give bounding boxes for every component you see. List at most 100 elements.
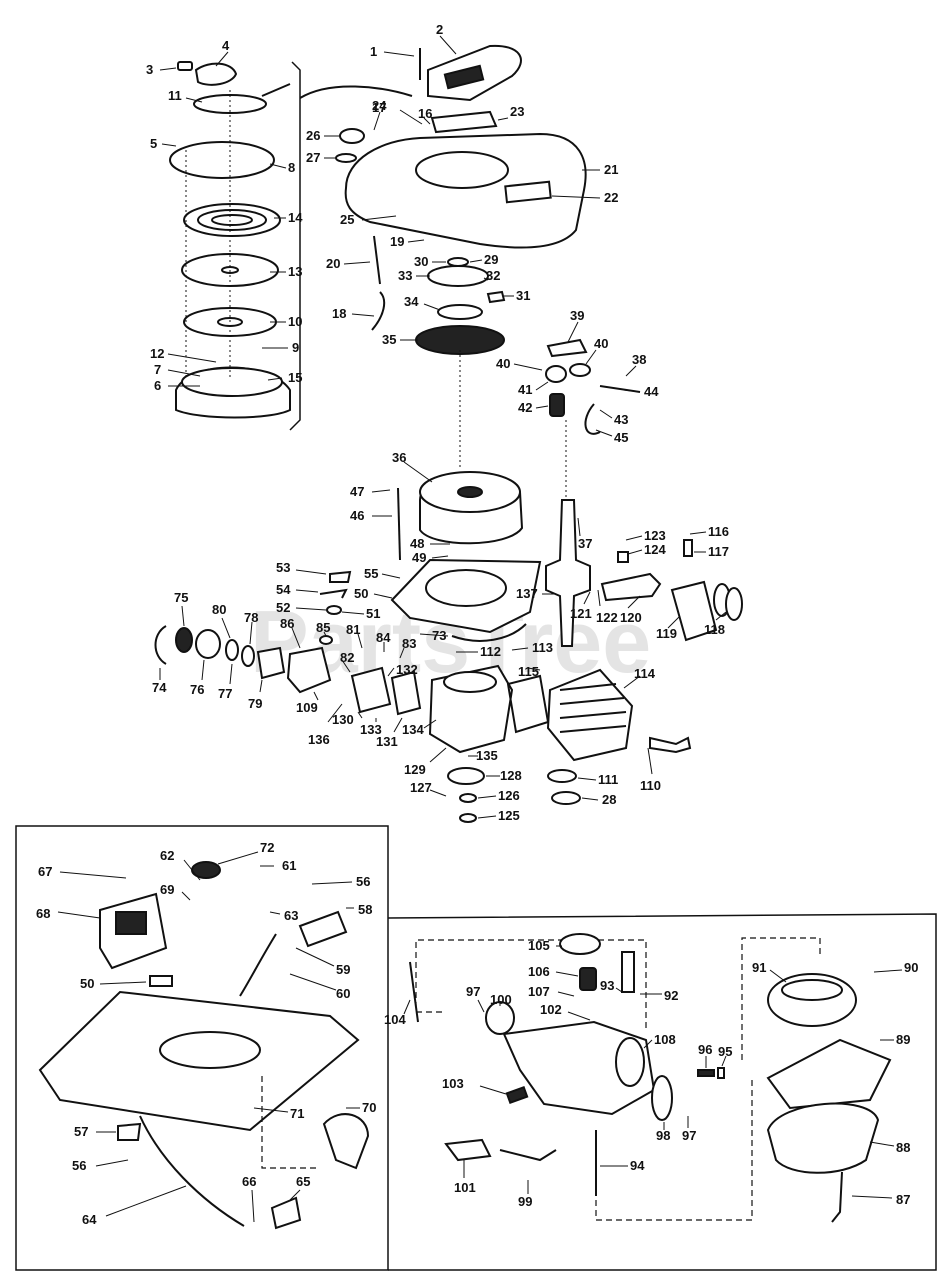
reed-block: [350, 666, 392, 714]
leader-103: [479, 1085, 507, 1095]
flywheel-hub: [457, 486, 483, 498]
recoil-spring-core: [211, 214, 253, 226]
callout-48: 48: [410, 536, 424, 551]
callout-117: 117: [708, 544, 729, 559]
callout-99: 99: [518, 1194, 532, 1209]
callout-52: 52: [276, 600, 290, 615]
callout-93: 93: [600, 978, 614, 993]
washer-125: [459, 813, 477, 823]
callout-101: 101: [454, 1180, 476, 1195]
leader-78: [249, 621, 253, 645]
callout-14: 14: [288, 210, 303, 225]
callout-74: 74: [152, 680, 167, 695]
callout-46: 46: [350, 508, 364, 523]
clip-57: [117, 1122, 142, 1141]
callout-4: 4: [222, 38, 230, 53]
handle-insert: [177, 61, 193, 71]
callout-98: 98: [656, 1128, 670, 1143]
callout-41: 41: [518, 382, 532, 397]
leader-120: [627, 595, 641, 609]
carb-panel-frame: [387, 913, 937, 1271]
leader-4: [215, 51, 229, 67]
callout-60: 60: [336, 986, 350, 1001]
washer-34: [437, 304, 483, 320]
callout-83: 83: [402, 636, 416, 651]
cap-gasket: [335, 153, 357, 163]
piston-ring-2: [725, 587, 743, 621]
leader-131: [393, 717, 403, 733]
leader-65: [289, 1189, 301, 1201]
leader-19: [407, 239, 425, 243]
leader-38: [625, 365, 637, 377]
leader-18: [351, 313, 375, 317]
callout-110: 110: [640, 778, 661, 793]
ignition-group: [38, 861, 370, 1230]
leader-15: [267, 377, 283, 381]
piston: [670, 580, 718, 642]
leader-113: [511, 647, 529, 651]
leader-91: [769, 969, 787, 983]
starter-housing-label: [443, 64, 485, 90]
leader-86: [291, 627, 301, 649]
leader-82: [341, 659, 351, 673]
rope-tail: [261, 83, 291, 97]
leader-29: [469, 259, 483, 263]
callout-56a: 56: [356, 874, 370, 889]
callout-44: 44: [644, 384, 659, 399]
governor-spring-42: [549, 393, 565, 417]
callout-27: 27: [306, 150, 320, 165]
callout-15: 15: [288, 370, 302, 385]
callout-2: 2: [436, 22, 443, 37]
callout-49: 49: [412, 550, 426, 565]
terminal-65: [270, 1196, 302, 1230]
callout-45: 45: [614, 430, 628, 445]
leader-67: [59, 871, 127, 879]
switch-70: [322, 1113, 370, 1170]
filter-base: [766, 1102, 880, 1174]
leader-116: [689, 531, 707, 535]
callout-53: 53: [276, 560, 290, 575]
pin-95: [717, 1067, 725, 1079]
callout-78: 78: [244, 610, 258, 625]
leader-134: [423, 719, 437, 729]
leader-45: [595, 429, 613, 437]
callout-19: 19: [390, 234, 404, 249]
leader-37: [577, 517, 581, 537]
starter-bracket-line: [289, 61, 301, 431]
callout-34: 34: [404, 294, 419, 309]
leader-76: [201, 659, 205, 681]
callout-104: 104: [384, 1012, 406, 1027]
cylinder-fin-2: [559, 697, 625, 705]
ring-74: [154, 625, 167, 665]
leader-2: [439, 35, 457, 55]
callout-95: 95: [718, 1044, 732, 1059]
washer-52: [326, 605, 342, 615]
leader-24: [373, 111, 381, 131]
leader-104: [403, 999, 411, 1015]
callout-71: 71: [290, 1106, 304, 1121]
gear-105: [559, 933, 601, 955]
callout-62: 62: [160, 848, 174, 863]
leader-41: [535, 381, 549, 391]
leader-72: [217, 851, 259, 865]
ring-78: [241, 645, 255, 667]
leader-50b: [99, 981, 147, 985]
callout-21: 21: [604, 162, 618, 177]
callout-38: 38: [632, 352, 646, 367]
callout-105: 105: [528, 938, 550, 953]
callout-11: 11: [168, 88, 182, 103]
leader-47: [371, 489, 391, 493]
leader-36: [403, 461, 433, 483]
bracket-54: [319, 588, 348, 599]
callout-23: 23: [510, 104, 524, 119]
leader-56a: [311, 881, 353, 885]
callout-118: 118: [704, 622, 725, 637]
spark-plug: [649, 736, 692, 754]
disk-100: [485, 1001, 515, 1035]
callout-97a: 97: [466, 984, 480, 999]
callout-121: 121: [570, 606, 592, 621]
callout-68: 68: [36, 906, 50, 921]
callout-17: 17: [372, 100, 386, 115]
starter-handle: [194, 62, 238, 86]
leader-85: [323, 631, 327, 637]
